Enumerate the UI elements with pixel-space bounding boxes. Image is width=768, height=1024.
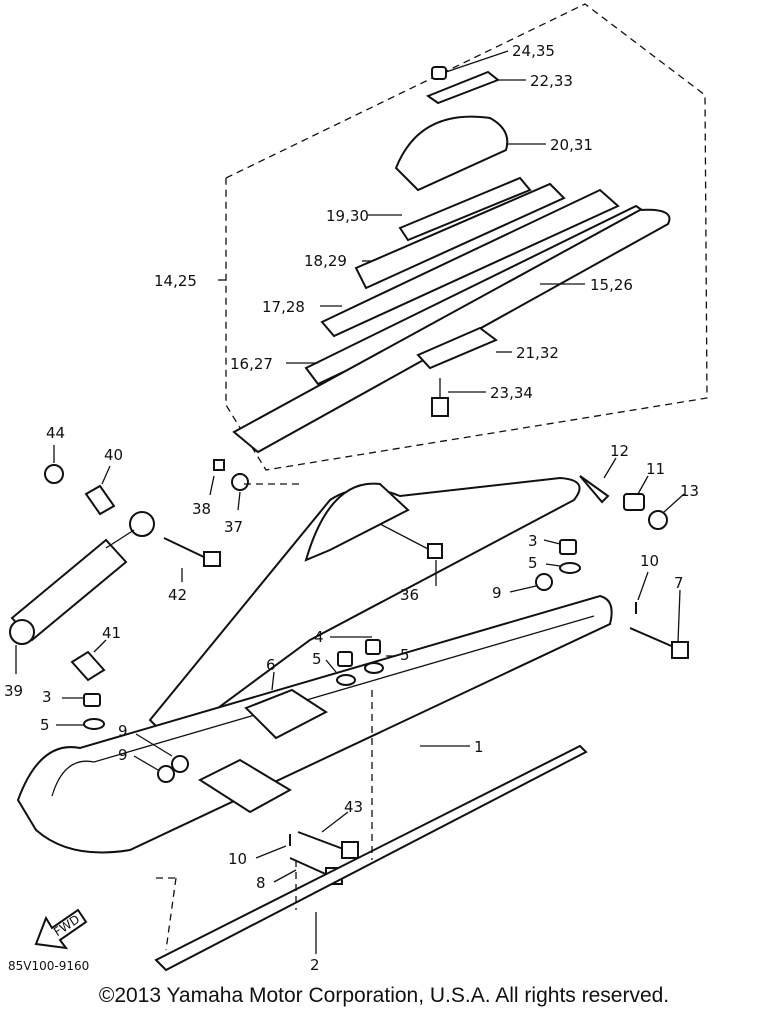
label-20-31: 20,31: [550, 136, 593, 154]
label-8: 8: [256, 874, 266, 892]
label-9-right: 9: [492, 584, 502, 602]
label-22-33: 22,33: [530, 72, 573, 90]
label-42: 42: [168, 586, 187, 604]
label-44: 44: [46, 424, 65, 442]
label-18-29: 18,29: [304, 252, 347, 270]
spring-plate-21-32: [416, 326, 512, 370]
label-6: 6: [266, 656, 276, 674]
label-19-30: 19,30: [326, 207, 369, 225]
nut-4: [330, 636, 381, 667]
nut-9-center-upper: [135, 733, 189, 773]
collar-40: [84, 465, 116, 516]
leaf-spring-15-26: [232, 208, 671, 454]
ski-1: [16, 594, 613, 854]
runner-2: [154, 744, 588, 972]
nut-38: [209, 459, 225, 496]
label-24-35: 24,35: [512, 42, 555, 60]
label-15-26: 15,26: [590, 276, 633, 294]
label-5-right: 5: [528, 554, 538, 572]
spring-pin-10-right: [635, 571, 649, 614]
label-5-center-left: 5: [312, 650, 322, 668]
label-10-right: 10: [640, 552, 659, 570]
label-5-center-right: 5: [400, 646, 410, 664]
ski-assembly-drawing: FWD 24,35 22,33 20,31 19,30 18,29 14,25 …: [4, 3, 708, 974]
clamp-bolt-24-35: [431, 50, 509, 80]
forward-arrow-icon: FWD: [34, 908, 88, 950]
nut-9-right: [509, 573, 553, 593]
label-16-27: 16,27: [230, 355, 273, 373]
leaf-spring-group-boundary: [225, 3, 708, 471]
shock-absorber-39: [9, 511, 155, 674]
copyright-notice: ©2013 Yamaha Motor Corporation, U.S.A. A…: [98, 984, 670, 1007]
bolt-42: [163, 537, 221, 582]
washer-5-left: [56, 718, 105, 730]
label-36: 36: [400, 586, 419, 604]
label-9-upper: 9: [118, 722, 128, 740]
label-5-left: 5: [40, 716, 50, 734]
collar-41: [70, 639, 107, 682]
bolt-23-34: [431, 378, 486, 417]
spring-on-ski-assembly: [148, 476, 581, 744]
nut-9-center-lower: [133, 755, 175, 783]
leaf-spring-19-30: [368, 176, 532, 242]
diagram-code: 85V100-9160: [8, 959, 89, 973]
label-17-28: 17,28: [262, 298, 305, 316]
washer-5-center-left: [325, 659, 356, 686]
label-1: 1: [474, 738, 484, 756]
washer-5-center-right: [364, 655, 396, 674]
label-2: 2: [310, 956, 320, 974]
label-23-34: 23,34: [490, 384, 533, 402]
label-3-left: 3: [42, 688, 52, 706]
label-9-lower: 9: [118, 746, 128, 764]
spring-pin-10-lower: [255, 834, 291, 859]
bushing-11: [623, 475, 649, 511]
label-37: 37: [224, 518, 243, 536]
label-40: 40: [104, 446, 123, 464]
nut-3-right: [543, 539, 577, 555]
leaf-spring-18-29: [354, 182, 566, 290]
label-10-lower: 10: [228, 850, 247, 868]
bolt-43: [297, 811, 359, 859]
bolt-7: [629, 589, 689, 659]
label-11: 11: [646, 460, 665, 478]
ski-bracket: [197, 758, 293, 814]
label-3-right: 3: [528, 532, 538, 550]
leaf-spring-17-28: [320, 188, 620, 338]
washer-5-right: [545, 562, 581, 574]
label-41: 41: [102, 624, 121, 642]
label-12: 12: [610, 442, 629, 460]
label-39: 39: [4, 682, 23, 700]
spring-cap-20-31: [394, 115, 546, 192]
nut-37: [231, 473, 249, 511]
pin-12: [579, 457, 617, 504]
label-7: 7: [674, 574, 684, 592]
label-13: 13: [680, 482, 699, 500]
label-4: 4: [314, 628, 324, 646]
label-21-32: 21,32: [516, 344, 559, 362]
label-14-25: 14,25: [154, 272, 197, 290]
label-38: 38: [192, 500, 211, 518]
label-43: 43: [344, 798, 363, 816]
clamp-22-33: [425, 70, 526, 105]
nut-44: [44, 445, 64, 484]
bracket-6: [244, 671, 328, 740]
nut-3-left: [62, 693, 101, 707]
nut-13: [648, 493, 685, 530]
